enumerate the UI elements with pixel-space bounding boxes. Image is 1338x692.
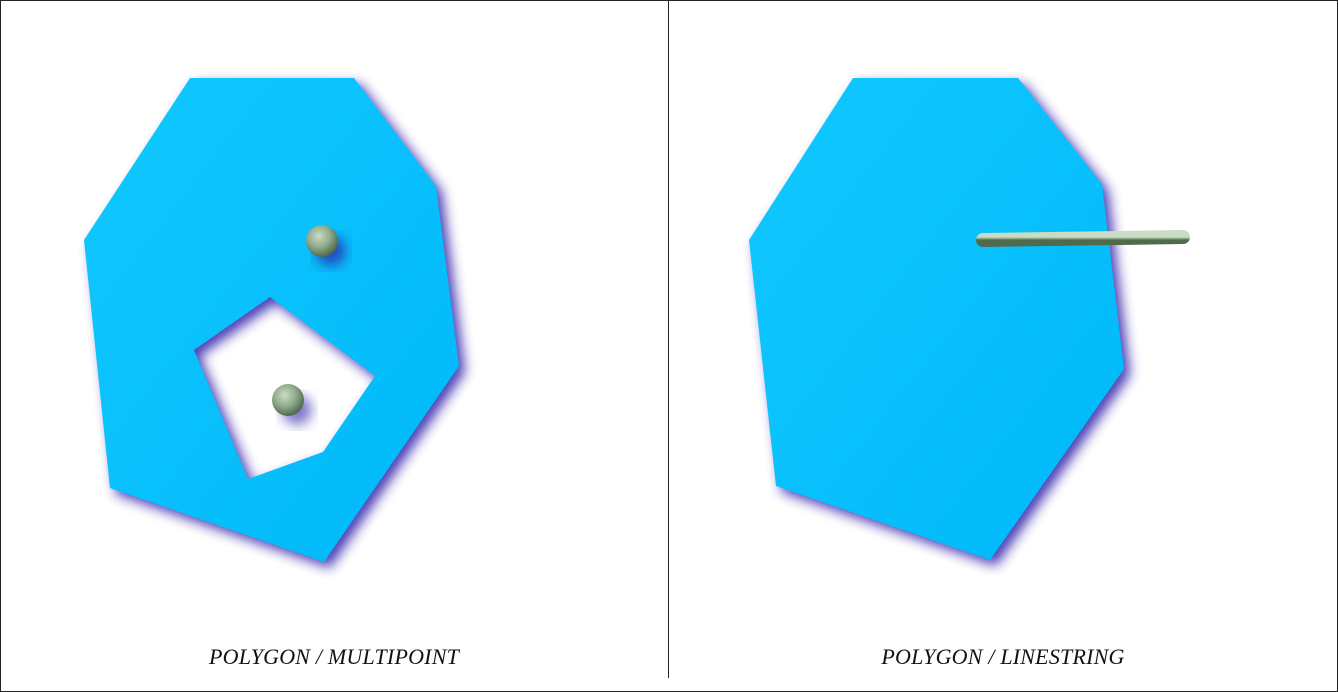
polygon-multipoint-canvas — [0, 0, 668, 678]
multipoint-point — [306, 225, 338, 257]
panel-caption: POLYGON / LINESTRING — [669, 644, 1337, 670]
panel-caption: POLYGON / MULTIPOINT — [0, 644, 668, 670]
panel-polygon-multipoint: POLYGON / MULTIPOINT — [0, 0, 668, 678]
polygon-with-hole — [84, 78, 459, 562]
panel-polygon-linestring: POLYGON / LINESTRING — [669, 0, 1337, 678]
multipoint-point — [272, 384, 304, 416]
polygon — [749, 78, 1124, 560]
linestring — [983, 237, 1183, 240]
polygon-linestring-canvas — [669, 0, 1337, 678]
